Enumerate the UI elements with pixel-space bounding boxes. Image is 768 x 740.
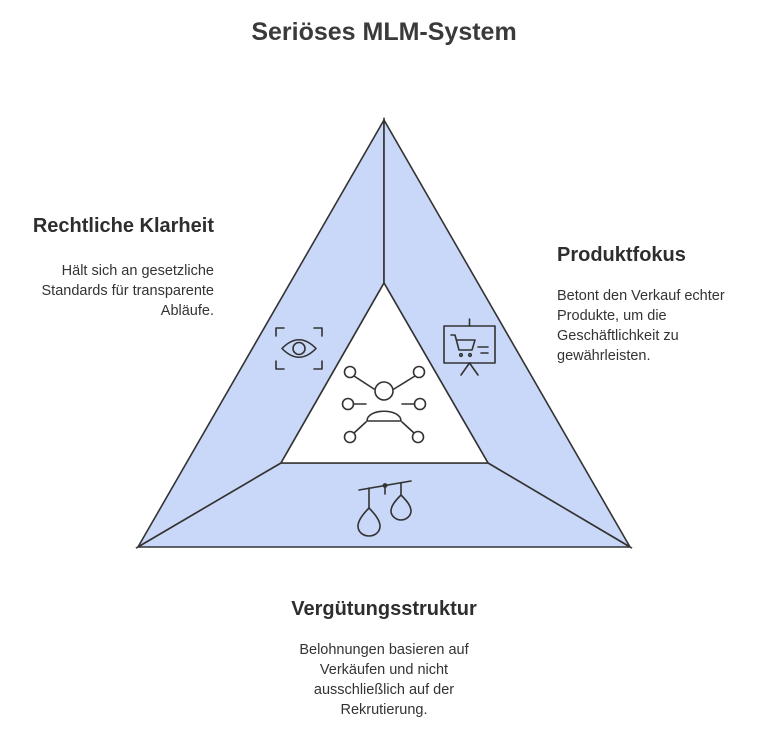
section-legal-clarity: Rechtliche Klarheit Hält sich an gesetzl… — [14, 214, 214, 321]
center-triangle — [279, 281, 490, 464]
section-description: Betont den Verkauf echter Produkte, um d… — [557, 288, 725, 364]
triangle-panels — [135, 117, 633, 550]
section-product-focus: Produktfokus Betont den Verkauf echter P… — [557, 243, 762, 366]
eye-scan-icon — [275, 327, 323, 370]
section-heading: Produktfokus — [557, 244, 686, 266]
page-title: Seriöses MLM-System — [251, 18, 517, 46]
balance-scale-icon — [357, 480, 412, 537]
section-heading: Rechtliche Klarheit — [32, 215, 214, 237]
section-description: Belohnungen basieren auf Verkäufen und n… — [299, 642, 469, 718]
network-person-icon — [341, 365, 427, 444]
section-compensation-structure: Vergütungsstruktur Belohnungen basieren … — [234, 597, 534, 720]
section-description: Hält sich an gesetzliche Standards für t… — [41, 263, 215, 319]
section-heading: Vergütungsstruktur — [291, 598, 477, 620]
presentation-cart-icon — [443, 318, 496, 376]
